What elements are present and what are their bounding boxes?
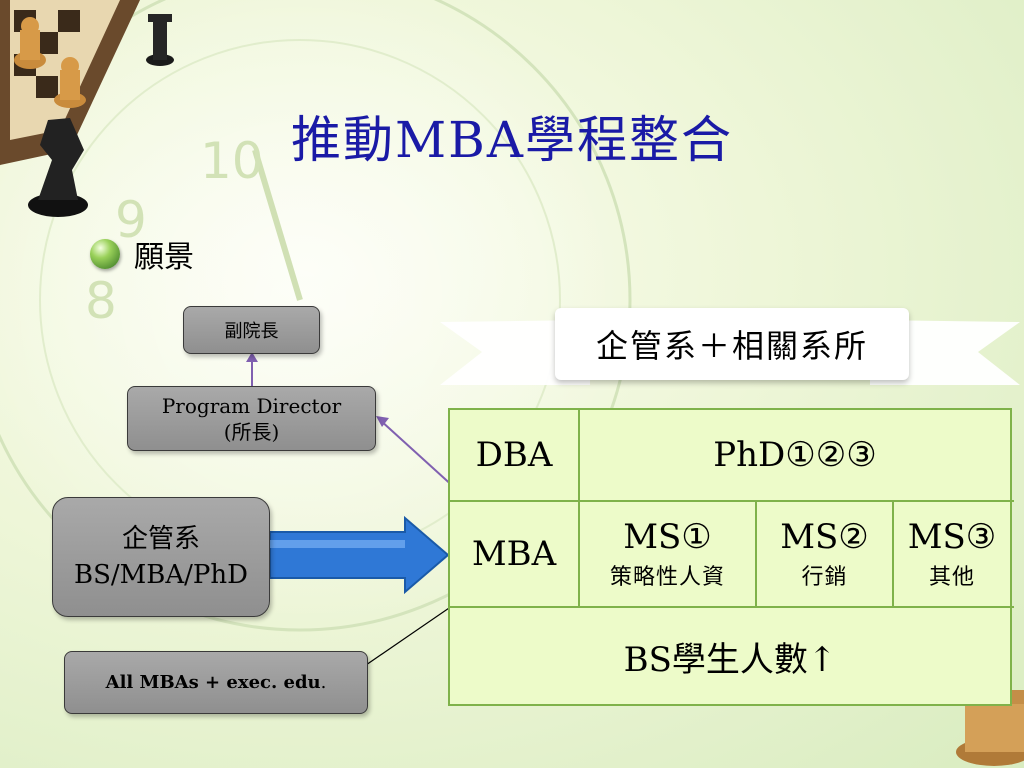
slide-title: 推動MBA學程整合 [290,111,734,169]
vice-dean-box: 副院長 [183,306,320,354]
grid-cell-dba: DBA [475,435,553,475]
grid-divider [450,500,1014,502]
svg-text:8: 8 [85,272,117,330]
ms3-sublabel: 其他 [928,565,975,590]
grid-cell-mba: MBA [471,534,557,574]
program-director-label: Program Director [161,393,342,418]
grid-divider [892,500,894,606]
svg-text:9: 9 [115,191,147,249]
bullet-item: 願景 [90,232,194,276]
blue-arrow-icon [269,515,450,595]
ms1-label: MS① [623,517,712,557]
grid-cell-ms2: MS② 行銷 [757,502,892,606]
ms2-sublabel: 行銷 [801,565,848,590]
department-box: 企管系 BS/MBA/PhD [52,497,270,617]
program-director-box: Program Director (所長) [127,386,376,451]
ms1-sublabel: 策略性人資 [609,565,725,590]
grid-cell-bs: BS學生人數↑ [623,639,837,680]
svg-text:10: 10 [200,132,264,190]
program-grid: DBA PhD①②③ MBA MS① 策略性人資 MS② 行銷 MS③ 其他 B… [448,408,1014,706]
grid-divider [755,500,757,606]
grid-divider [578,410,580,606]
ms3-label: MS③ [907,517,997,557]
program-director-sublabel: (所長) [223,419,280,444]
all-mbas-box: All MBAs + exec. edu. [64,651,368,714]
grid-cell-phd: PhD①②③ [713,435,877,475]
department-programs: BS/MBA/PhD [73,560,249,590]
bullet-text: 願景 [134,240,194,275]
grid-cell-ms3: MS③ 其他 [894,502,1010,606]
grid-cell-ms1: MS① 策略性人資 [580,502,755,606]
vice-dean-label: 副院長 [224,321,279,342]
ms2-label: MS② [780,517,869,557]
banner-ribbon-left [440,320,590,385]
bullet-orb-icon [90,239,120,269]
all-mbas-label: All MBAs + exec. edu. [105,672,327,693]
banner-label: 企管系＋相關系所 [555,308,909,380]
grid-divider [450,606,1014,608]
department-label: 企管系 [121,524,200,554]
